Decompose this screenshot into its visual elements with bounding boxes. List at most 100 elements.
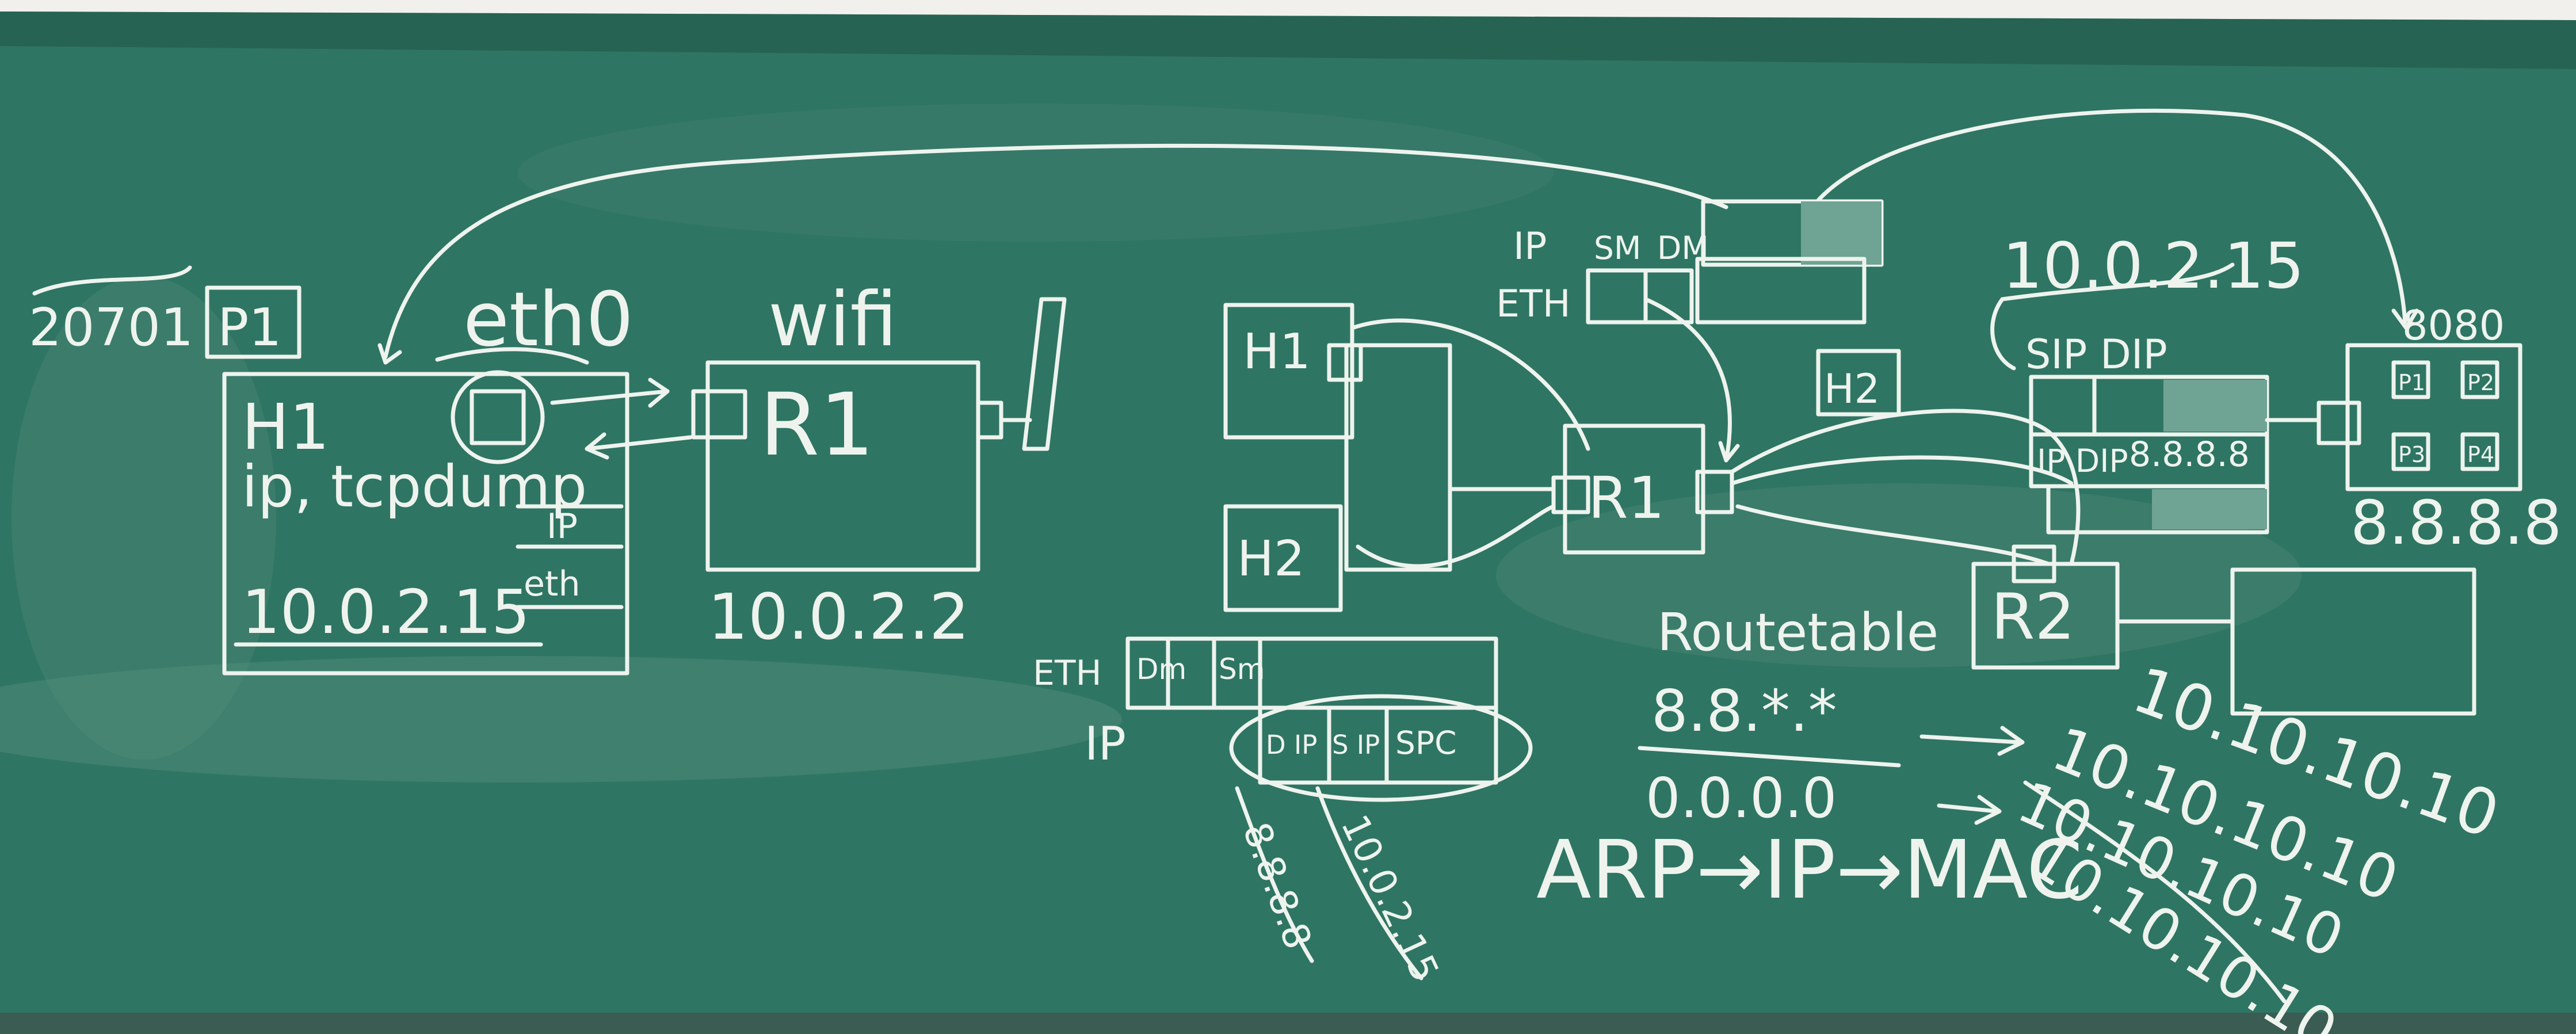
r2-label: R2 xyxy=(1991,580,2075,654)
socket-p3 xyxy=(2391,432,2430,471)
route-arrow xyxy=(1937,803,1999,814)
board-tray xyxy=(0,1013,2576,1034)
tools-label: ip, tcpdump xyxy=(242,453,587,520)
h1-label: H1 xyxy=(242,390,330,464)
server-ip-label: 8.8.8.8 xyxy=(2350,488,2562,558)
route-arrow xyxy=(1919,734,2022,745)
p1-box xyxy=(205,285,302,359)
wall-link xyxy=(1022,297,1067,451)
arrowhead xyxy=(648,377,670,408)
socket-p4-label: P4 xyxy=(2467,442,2494,467)
r1-center-label: R1 xyxy=(1588,464,1665,532)
h1-mid-label: H1 xyxy=(1243,323,1311,380)
link-arc xyxy=(1730,409,2081,566)
routetable-label: Routetable xyxy=(1657,602,1938,663)
arrowhead xyxy=(377,343,402,365)
dip-label: D IP xyxy=(1266,730,1317,760)
switch-box xyxy=(1344,343,1452,572)
route-dest-label: 8.8.*.* xyxy=(1651,677,1837,745)
sm-label-top: SM xyxy=(1594,230,1641,266)
eth-frame-label: ETH xyxy=(1033,653,1102,693)
smudge xyxy=(0,656,1122,783)
board-surface xyxy=(0,12,2576,1034)
smudge xyxy=(518,104,1554,242)
spc-label: SPC xyxy=(1395,724,1456,761)
link-arc xyxy=(1730,455,2074,486)
eth0-label: eth0 xyxy=(463,276,633,363)
r2-box xyxy=(1971,562,2120,670)
sip-label: S IP xyxy=(1332,730,1380,760)
eth0-port xyxy=(470,389,526,445)
dm-label: Dm xyxy=(1136,653,1186,686)
arrowhead xyxy=(1718,441,1740,463)
port-8080-label: 8080 xyxy=(2402,302,2505,349)
route-underline xyxy=(1638,746,1901,768)
nat-ip-label: 10.0.2.15 xyxy=(2002,229,2304,303)
arrow-out xyxy=(550,389,670,405)
server-port xyxy=(2317,400,2361,445)
pointer-line xyxy=(1235,786,1314,963)
smudge xyxy=(12,276,276,760)
r1-center-port xyxy=(1551,475,1590,514)
arrowhead xyxy=(2391,308,2419,330)
dip-value-label: 8.8.8.8 xyxy=(2129,434,2250,475)
server-box xyxy=(2345,343,2522,491)
host-ip-label: 10.0.2.15 xyxy=(242,577,530,647)
arrowhead xyxy=(1974,795,2002,825)
brace xyxy=(2000,262,2235,302)
h2-center-box xyxy=(1816,349,1901,417)
link-arc xyxy=(1350,318,1590,451)
link-arc xyxy=(1735,504,2051,566)
header-row xyxy=(1695,257,1867,325)
socket-p1 xyxy=(2391,360,2430,399)
r1-label: R1 xyxy=(760,375,875,475)
board-top-shadow xyxy=(0,12,2576,69)
remote-network-box xyxy=(2230,567,2476,716)
r1-port xyxy=(691,389,747,440)
underline xyxy=(32,265,192,296)
sm-label: Sm xyxy=(1219,653,1265,686)
r1-center-box xyxy=(1563,423,1705,555)
sip-label-right: SIP xyxy=(2025,331,2087,378)
stack-eth-label: eth xyxy=(524,564,580,604)
ip-dip-label: IP DIP xyxy=(2037,442,2128,479)
dm-label-top: DM xyxy=(1657,230,1709,266)
h1-box xyxy=(222,372,629,676)
arrow-in xyxy=(585,435,693,451)
arc-top-right xyxy=(1810,108,2407,325)
router-ip-label: 10.0.2.2 xyxy=(708,580,970,654)
brace xyxy=(1990,297,2016,371)
socket-p3-label: P3 xyxy=(2398,442,2425,467)
arrowhead xyxy=(585,432,609,460)
eth0-brace xyxy=(435,347,589,365)
route-default-label: 0.0.0.0 xyxy=(1646,767,1837,830)
ip-frame-circle xyxy=(1229,694,1533,802)
r1-box xyxy=(705,360,980,572)
pointer-line xyxy=(1315,786,1424,980)
arc-top-left xyxy=(383,143,1728,359)
h1-mid-box xyxy=(1223,303,1354,440)
smudge xyxy=(1496,483,2302,667)
hatched-field xyxy=(2152,489,2267,529)
r1-center-port xyxy=(1695,470,1734,514)
h2-mid-label: H2 xyxy=(1237,531,1305,587)
process-label: P1 xyxy=(217,297,282,358)
arrowhead xyxy=(1997,726,2025,756)
stack-ip-label: IP xyxy=(547,506,578,547)
socket-p2 xyxy=(2460,360,2499,399)
hatched-field xyxy=(2163,380,2267,432)
h2-mid-box xyxy=(1223,504,1343,612)
link-arc xyxy=(1356,504,1556,568)
eth-header xyxy=(1586,268,1694,325)
ip-frame-label: IP xyxy=(1085,717,1126,770)
ip-label-top: IP xyxy=(1513,225,1547,268)
strike-line xyxy=(2023,780,2287,1004)
hatched-field xyxy=(1801,201,1882,265)
eth0-circle xyxy=(451,370,545,464)
arp-label: ARP→IP→MAC xyxy=(1536,823,2083,917)
dip-label-right: DIP xyxy=(2100,331,2167,378)
socket-p2-label: P2 xyxy=(2467,370,2494,395)
r2-port xyxy=(2012,544,2056,583)
